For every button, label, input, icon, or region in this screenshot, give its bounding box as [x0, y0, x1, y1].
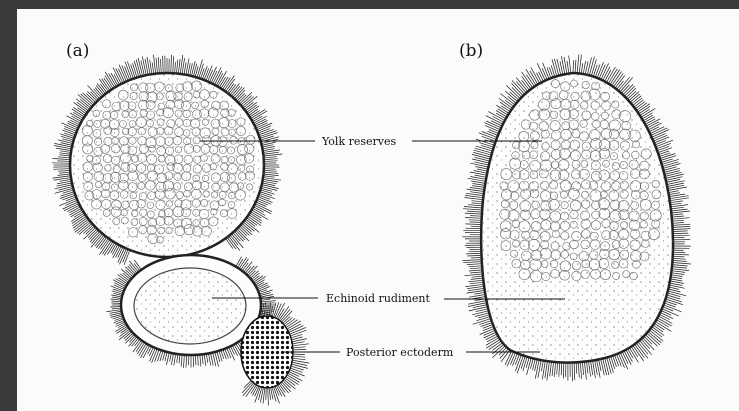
panel-b-label: (b) [459, 41, 483, 61]
echinoid-rudiment-a [121, 255, 261, 355]
larva-b-body [481, 73, 673, 363]
posterior-ectoderm-label: Posterior ectoderm [346, 346, 454, 359]
panel-a-label: (a) [66, 41, 89, 61]
larva-a-yolk-body [70, 73, 264, 257]
yolk-reserves-label: Yolk reserves [321, 135, 397, 148]
echinoid-rudiment-label: Echinoid rudiment [326, 292, 430, 305]
